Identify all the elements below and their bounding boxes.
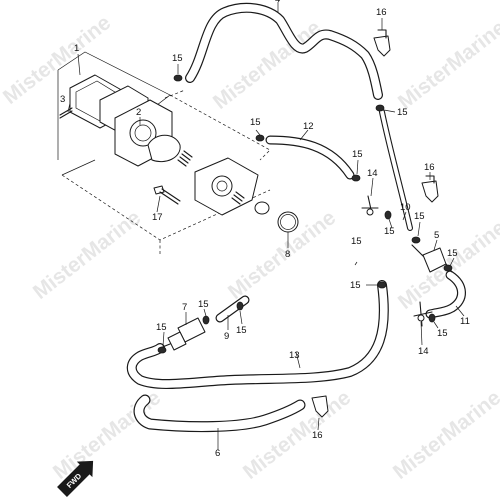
callout-14: 14: [367, 168, 378, 179]
hose-12: [265, 135, 355, 180]
callout-10: 10: [400, 202, 411, 213]
callout-15: 15: [352, 149, 363, 160]
hose-6: [133, 394, 306, 433]
callout-12: 12: [303, 121, 314, 132]
callout-4: 4: [275, 0, 280, 5]
callout-16: 16: [376, 7, 387, 18]
callout-15: 15: [447, 248, 458, 259]
callout-15: 15: [384, 226, 395, 237]
callout-15: 15: [172, 53, 183, 64]
hose-4: [185, 2, 383, 100]
callout-7: 7: [182, 302, 187, 313]
hose-11: [425, 270, 466, 319]
callout-9: 9: [224, 331, 229, 342]
hose-10: [379, 109, 413, 231]
callout-15: 15: [397, 107, 408, 118]
callout-15: 15: [236, 325, 247, 336]
fuel-pump-assembly: [59, 74, 181, 167]
callout-13: 13: [289, 350, 300, 361]
callout-labels: 1 2 3 4 15 16 15 15 12 15 14 16 10 15 15…: [60, 0, 470, 459]
callout-8: 8: [285, 249, 290, 260]
clip-16-bottom: [311, 395, 329, 418]
callout-15: 15: [198, 299, 209, 310]
watermark: MisterMarine: [29, 206, 145, 304]
callout-15: 15: [250, 117, 261, 128]
joint-14-lower: [413, 301, 433, 327]
callout-15: 15: [350, 280, 361, 291]
fwd-arrow-icon: [57, 460, 94, 497]
hose-clamps: [157, 74, 453, 354]
callout-15: 15: [414, 211, 425, 222]
callout-16: 16: [312, 430, 323, 441]
clip-16-top: [373, 29, 391, 57]
watermark: MisterMarine: [389, 386, 500, 484]
bolt-17: [153, 185, 181, 205]
hose-13: [126, 280, 389, 390]
callout-3: 3: [60, 94, 65, 105]
clip-16-mid: [421, 175, 439, 203]
leader-lines: [67, 2, 465, 450]
callout-14: 14: [418, 346, 429, 357]
callout-17: 17: [152, 212, 163, 223]
callout-15: 15: [437, 328, 448, 339]
callout-16: 16: [424, 162, 435, 173]
callout-2: 2: [136, 107, 141, 118]
watermark: MisterMarine: [209, 16, 325, 114]
callout-5: 5: [434, 230, 439, 241]
callout-1: 1: [74, 43, 79, 54]
callout-11: 11: [460, 316, 470, 327]
callout-6: 6: [215, 448, 220, 459]
pump-body: [177, 150, 299, 233]
fuel-filter-5: [411, 244, 453, 273]
joint-14-upper: [361, 195, 379, 216]
watermark-layer: MisterMarine MisterMarine MisterMarine M…: [0, 11, 500, 484]
callout-15: 15: [351, 236, 362, 247]
watermark: MisterMarine: [394, 16, 500, 114]
callout-15: 15: [156, 322, 167, 333]
fuel-filter-7: [159, 317, 206, 351]
